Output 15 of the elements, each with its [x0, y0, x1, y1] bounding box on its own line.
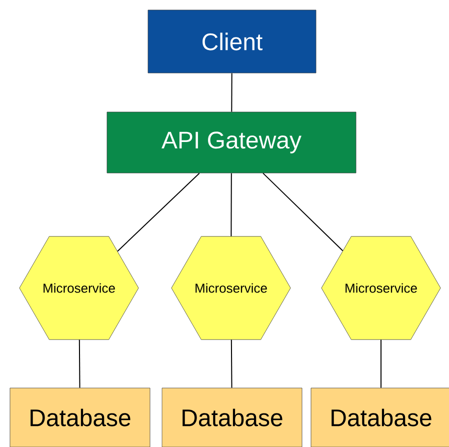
connector-line: [380, 339, 382, 388]
connector-line: [230, 172, 232, 237]
microservice-hexagon: Microservice: [321, 236, 441, 340]
connector-line: [231, 72, 232, 112]
connector-line: [230, 339, 232, 388]
connector-line: [262, 172, 344, 252]
database-box: Database: [10, 388, 150, 447]
connector-line: [117, 172, 200, 252]
client-box: Client: [148, 10, 316, 74]
microservice-hexagon: Microservice: [19, 236, 139, 340]
connector-line: [78, 339, 80, 388]
database-box: Database: [162, 388, 302, 447]
microservice-hexagon: Microservice: [171, 236, 291, 340]
gateway-box: API Gateway: [106, 112, 356, 174]
database-box: Database: [310, 388, 449, 447]
